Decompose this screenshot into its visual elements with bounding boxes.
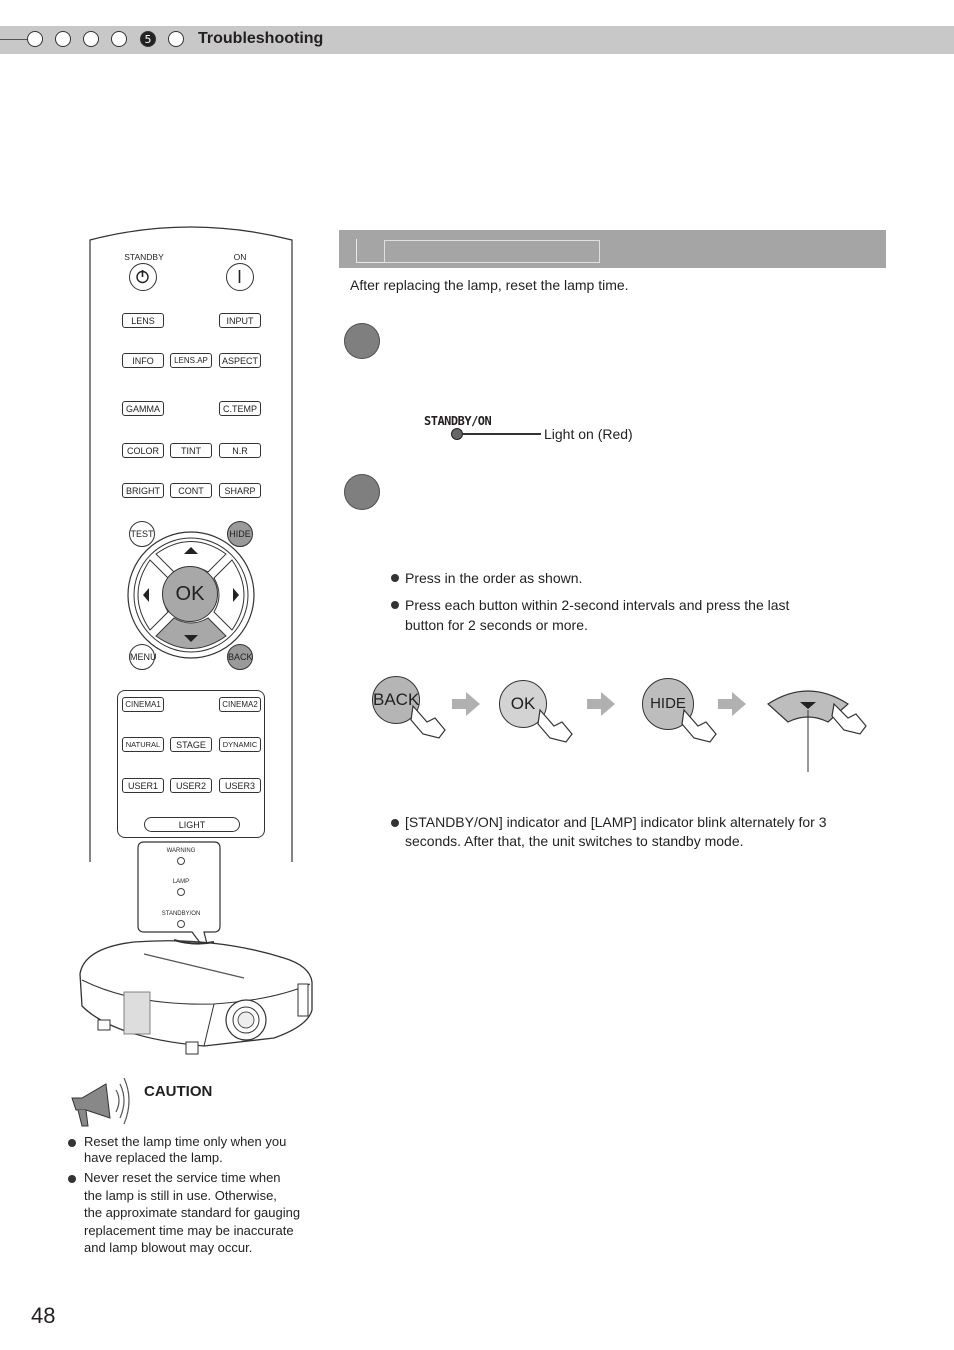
bullet-icon: [391, 574, 399, 582]
section-heading-box: [384, 240, 600, 263]
lens-button[interactable]: LENS: [122, 313, 164, 328]
arrow-right-icon: [452, 692, 480, 716]
c-temp-button[interactable]: C.TEMP: [219, 401, 261, 416]
input-button[interactable]: INPUT: [219, 313, 261, 328]
instruction-bullet: Press each button within 2-second interv…: [405, 597, 790, 633]
arrow-right-icon: [587, 692, 615, 716]
lamp-led: [177, 888, 185, 896]
arrow-right-icon: [718, 692, 746, 716]
finger-icon: [537, 708, 573, 743]
megaphone-icon: [71, 1077, 130, 1127]
step-1-marker: [344, 323, 380, 359]
page-number: 48: [31, 1303, 56, 1328]
bullet-icon: [391, 819, 399, 827]
standby-on-label: STANDBY/ON: [161, 911, 201, 917]
projector-illustration: [79, 939, 313, 1055]
header-rule: [0, 39, 30, 40]
caution-line: replacement time may be inaccurate: [84, 1222, 294, 1238]
indicator-led: [451, 428, 463, 440]
on-bar-icon: [238, 270, 241, 283]
header-bar: [0, 26, 954, 54]
cont-button[interactable]: CONT: [170, 483, 212, 498]
caution-item-2: Never reset the service time when the la…: [84, 1169, 300, 1257]
aspect-button[interactable]: ASPECT: [219, 353, 261, 368]
standby-label: STANDBY: [124, 252, 164, 262]
user1-button[interactable]: USER1: [122, 778, 164, 793]
info-button[interactable]: INFO: [122, 353, 164, 368]
indicator-state: Light on (Red): [544, 426, 633, 442]
on-button[interactable]: [226, 263, 254, 291]
caution-line: the approximate standard for gauging: [84, 1205, 301, 1220]
menu-button[interactable]: MENU: [129, 644, 157, 670]
user2-button[interactable]: USER2: [170, 778, 212, 793]
sequence-back-button: BACK: [372, 676, 420, 724]
tint-button[interactable]: TINT: [170, 443, 212, 458]
hide-button[interactable]: HIDE: [227, 521, 253, 547]
on-label: ON: [233, 252, 247, 262]
bullet-icon: [68, 1175, 76, 1183]
instruction-bullet: Press in the order as shown.: [405, 570, 583, 586]
down-cursor-button-icon: [767, 690, 867, 772]
lens-ap-button[interactable]: LENS.AP: [170, 353, 212, 368]
warning-led: [177, 857, 185, 865]
caution-item-1: Reset the lamp time only when you have r…: [84, 1134, 286, 1166]
caution-line: have replaced the lamp.: [84, 1150, 223, 1165]
cinema1-button[interactable]: CINEMA1: [122, 697, 164, 712]
caution-line: Reset the lamp time only when you: [84, 1134, 287, 1149]
picture-mode-panel: [117, 690, 265, 838]
warning-label: WARNING: [166, 848, 196, 854]
chapter-marker-active: 5: [140, 31, 156, 47]
lamp-label: LAMP: [172, 879, 190, 885]
test-button[interactable]: TEST: [129, 521, 155, 547]
user3-button[interactable]: USER3: [219, 778, 261, 793]
chapter-marker: [168, 31, 184, 47]
chapter-marker: [27, 31, 43, 47]
indicator-label: STANDBY/ON: [424, 414, 492, 428]
natural-button[interactable]: NATURAL: [122, 737, 164, 752]
indicator-leader-line: [463, 433, 541, 435]
standby-button[interactable]: [129, 263, 157, 291]
intro-text: After replacing the lamp, reset the lamp…: [350, 277, 629, 293]
bright-button[interactable]: BRIGHT: [122, 483, 164, 498]
cinema2-button[interactable]: CINEMA2: [219, 697, 261, 712]
standby-on-led: [177, 920, 185, 928]
nr-button[interactable]: N.R: [219, 443, 261, 458]
color-button[interactable]: COLOR: [122, 443, 164, 458]
step-2-marker: [344, 474, 380, 510]
power-icon: [136, 270, 149, 284]
stage-button[interactable]: STAGE: [170, 737, 212, 752]
page-title: Troubleshooting: [198, 30, 324, 47]
finger-icon: [681, 708, 717, 743]
caution-line: the lamp is still in use. Otherwise,: [84, 1187, 277, 1203]
ok-button[interactable]: OK: [162, 566, 218, 622]
chapter-marker: [83, 31, 99, 47]
sharp-button[interactable]: SHARP: [219, 483, 261, 498]
finger-icon: [410, 704, 446, 739]
section-heading-bar: [339, 230, 886, 268]
gamma-button[interactable]: GAMMA: [122, 401, 164, 416]
back-button[interactable]: BACK: [227, 644, 253, 670]
dynamic-button[interactable]: DYNAMIC: [219, 737, 261, 752]
bullet-icon: [68, 1139, 76, 1147]
caution-line: Never reset the service time when: [84, 1170, 281, 1185]
light-button[interactable]: LIGHT: [144, 817, 240, 832]
chapter-marker: [55, 31, 71, 47]
result-bullet: [STANDBY/ON] indicator and [LAMP] indica…: [405, 814, 827, 849]
bullet-icon: [391, 601, 399, 609]
caution-line: and lamp blowout may occur.: [84, 1240, 253, 1255]
caution-title: CAUTION: [144, 1083, 213, 1100]
chapter-marker: [111, 31, 127, 47]
